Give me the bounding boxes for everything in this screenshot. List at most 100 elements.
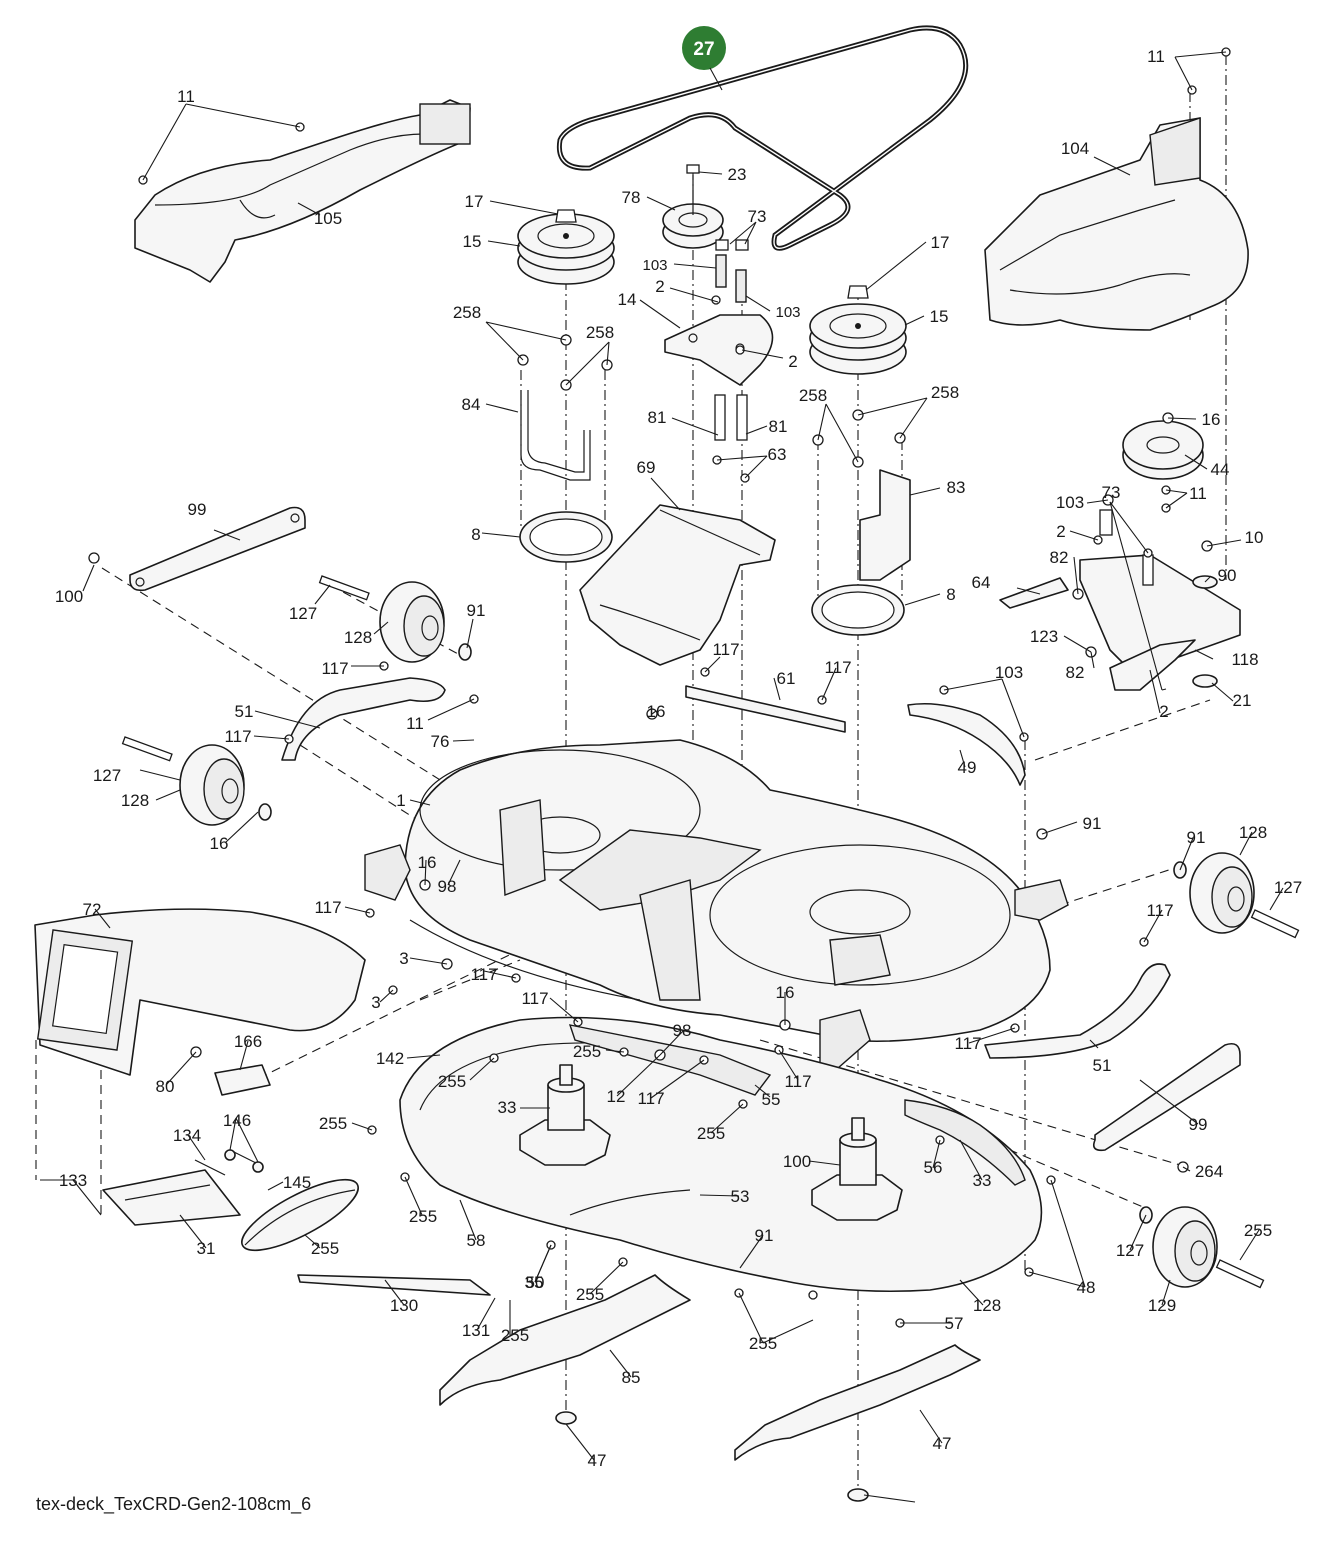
callout: 16 bbox=[1202, 410, 1221, 429]
highlight-badge[interactable]: 27 bbox=[682, 26, 726, 91]
callout: 81 bbox=[648, 408, 667, 427]
callout: 17 bbox=[465, 192, 484, 211]
callout: 63 bbox=[768, 445, 787, 464]
idler-bracket bbox=[664, 314, 774, 441]
callout: 117 bbox=[521, 989, 548, 1008]
spindle-rings bbox=[519, 511, 905, 636]
callout: 76 bbox=[431, 732, 450, 751]
callout: 118 bbox=[1231, 650, 1258, 669]
callout: 91 bbox=[1187, 828, 1206, 847]
callout: 105 bbox=[314, 209, 342, 228]
callout: 80 bbox=[156, 1077, 175, 1096]
callout: 69 bbox=[637, 458, 656, 477]
callout: 103 bbox=[995, 663, 1023, 682]
callout: 91 bbox=[755, 1226, 774, 1245]
callout: 117 bbox=[784, 1072, 811, 1091]
left-pulley bbox=[517, 209, 615, 285]
callout: 90 bbox=[1218, 566, 1237, 585]
callout: 255 bbox=[573, 1042, 601, 1061]
callout: 11 bbox=[1147, 47, 1165, 66]
callout: 84 bbox=[462, 395, 481, 414]
callout: 100 bbox=[55, 587, 83, 606]
discharge-chute bbox=[34, 908, 366, 1076]
callout: 117 bbox=[712, 640, 739, 659]
callout: 104 bbox=[1061, 139, 1089, 158]
idler-arm-assembly bbox=[999, 420, 1241, 691]
anti-scalp-arms bbox=[281, 677, 1171, 1059]
callout: 85 bbox=[622, 1368, 641, 1387]
callout: 134 bbox=[173, 1126, 201, 1145]
front-link-left bbox=[129, 506, 306, 592]
callout: 258 bbox=[453, 303, 481, 322]
callout: 15 bbox=[463, 232, 482, 251]
callout: 31 bbox=[197, 1239, 216, 1258]
callout: 44 bbox=[1211, 460, 1230, 479]
callout: 78 bbox=[622, 188, 641, 207]
callout: 146 bbox=[223, 1111, 251, 1130]
callout: 258 bbox=[931, 383, 959, 402]
callout: 103 bbox=[642, 257, 667, 274]
callout: 255 bbox=[438, 1072, 466, 1091]
callout: 16 bbox=[647, 702, 666, 721]
callout: 72 bbox=[83, 900, 102, 919]
callout: 255 bbox=[749, 1334, 777, 1353]
idler-pulley bbox=[662, 164, 749, 303]
small-hardware bbox=[102, 1064, 491, 1296]
callout: 11 bbox=[1189, 484, 1207, 503]
callout: 255 bbox=[1244, 1221, 1272, 1240]
callout: 128 bbox=[121, 791, 149, 810]
callout: 133 bbox=[59, 1171, 87, 1190]
callout: 49 bbox=[958, 758, 977, 777]
callout: 12 bbox=[607, 1087, 626, 1106]
callout: 255 bbox=[311, 1239, 339, 1258]
callout: 16 bbox=[776, 983, 795, 1002]
callout: 53 bbox=[731, 1187, 750, 1206]
callout: 16 bbox=[418, 853, 437, 872]
callout-labels: 11 105 11 104 23 78 73 17 15 103 2 103 1… bbox=[55, 47, 1302, 1470]
callout: 127 bbox=[1274, 878, 1302, 897]
callout: 2 bbox=[788, 352, 797, 371]
callout: 264 bbox=[1195, 1162, 1223, 1181]
callout: 258 bbox=[586, 323, 614, 342]
callout: 127 bbox=[1116, 1241, 1144, 1260]
front-link-right bbox=[1092, 1042, 1241, 1152]
callout: 255 bbox=[576, 1285, 604, 1304]
callout: 127 bbox=[289, 604, 317, 623]
callout: 51 bbox=[1093, 1056, 1112, 1075]
callout: 145 bbox=[283, 1173, 311, 1192]
callout: 117 bbox=[314, 898, 341, 917]
callout: 103 bbox=[1056, 493, 1084, 512]
callout: 3 bbox=[371, 993, 380, 1012]
callout: 61 bbox=[777, 669, 796, 688]
right-belt-cover bbox=[984, 117, 1249, 331]
deck-belt-guard bbox=[579, 504, 776, 666]
drive-belt bbox=[556, 25, 969, 251]
callout: 103 bbox=[775, 304, 800, 321]
callout: 117 bbox=[637, 1089, 664, 1108]
callout: 98 bbox=[438, 877, 457, 896]
callout: 55 bbox=[762, 1090, 781, 1109]
callout: 73 bbox=[1102, 483, 1121, 502]
callout: 48 bbox=[1077, 1278, 1096, 1297]
callout: 10 bbox=[1245, 528, 1264, 547]
leader-lines bbox=[40, 51, 1284, 1503]
callout: 35 bbox=[525, 1273, 544, 1292]
callout: 117 bbox=[224, 727, 251, 746]
callout: 82 bbox=[1066, 663, 1085, 682]
callout: 83 bbox=[947, 478, 966, 497]
callout: 17 bbox=[931, 233, 950, 252]
callout: 99 bbox=[188, 500, 207, 519]
callout: 166 bbox=[234, 1032, 262, 1051]
callout: 142 bbox=[376, 1049, 404, 1068]
left-belt-cover bbox=[134, 99, 471, 283]
callout: 51 bbox=[235, 702, 254, 721]
callout: 57 bbox=[945, 1314, 964, 1333]
callout: 8 bbox=[946, 585, 955, 604]
callout: 23 bbox=[728, 165, 747, 184]
callout: 56 bbox=[924, 1158, 943, 1177]
callout: 81 bbox=[769, 417, 788, 436]
callout: 258 bbox=[799, 386, 827, 405]
callout: 33 bbox=[973, 1171, 992, 1190]
callout: 33 bbox=[498, 1098, 517, 1117]
